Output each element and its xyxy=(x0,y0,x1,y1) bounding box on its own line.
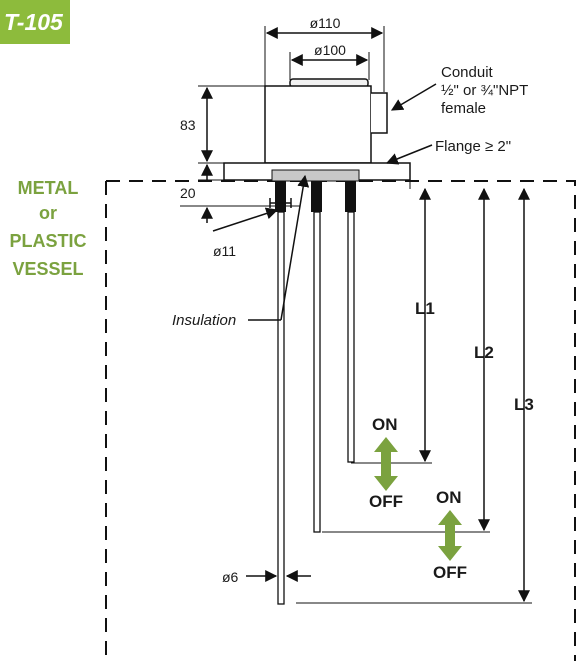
probe-bushing-right xyxy=(345,181,356,212)
probe-rod-l1 xyxy=(347,211,355,463)
svg-text:or: or xyxy=(39,203,57,223)
length-l3: L3 xyxy=(514,395,534,414)
vessel-outline xyxy=(105,180,576,661)
off-label-1: OFF xyxy=(369,492,403,511)
on-label-1: ON xyxy=(372,415,398,434)
off-label-2: OFF xyxy=(433,563,467,582)
probe-rod-l2 xyxy=(313,211,321,533)
callouts: Conduit ½" or ¾"NPT female Flange ≥ 2" I… xyxy=(172,64,528,585)
on-off-arrow-1 xyxy=(374,437,398,491)
probe-bushing-left xyxy=(275,181,286,212)
probe-bushing-middle xyxy=(311,181,322,212)
conduit-label-line3: female xyxy=(441,100,486,117)
dimension-h20: 20 xyxy=(180,185,196,201)
top-dimensions: ø110 ø100 xyxy=(264,15,385,92)
dimension-h83: 83 xyxy=(180,117,196,133)
length-dimensions: L1 L2 L3 xyxy=(296,181,534,604)
switch-housing xyxy=(223,78,411,181)
dimension-d100: ø100 xyxy=(314,42,346,58)
svg-text:METAL: METAL xyxy=(18,178,79,198)
model-badge-text: T-105 xyxy=(4,9,64,35)
length-l1: L1 xyxy=(415,299,435,318)
insulation-label: Insulation xyxy=(172,312,236,329)
vessel-label: METAL or PLASTIC VESSEL xyxy=(9,178,86,279)
probe-rod-l3 xyxy=(277,211,285,605)
switch-point-2: ON OFF xyxy=(433,488,467,582)
switch-point-1: ON OFF xyxy=(369,415,403,511)
probe-assembly xyxy=(269,169,360,605)
conduit-fitting xyxy=(371,92,388,134)
dimension-d6: ø6 xyxy=(222,569,239,585)
conduit-label-line1: Conduit xyxy=(441,64,494,81)
housing-body xyxy=(264,85,372,164)
model-badge xyxy=(0,0,70,44)
flange-label: Flange ≥ 2" xyxy=(435,138,511,155)
length-l2: L2 xyxy=(474,343,494,362)
insulation-plate xyxy=(271,169,360,182)
dimension-d110: ø110 xyxy=(310,15,341,31)
svg-text:PLASTIC: PLASTIC xyxy=(9,231,86,251)
svg-text:VESSEL: VESSEL xyxy=(12,259,83,279)
on-off-arrow-2 xyxy=(438,510,462,561)
dimension-d11: ø11 xyxy=(213,243,236,259)
on-label-2: ON xyxy=(436,488,462,507)
conduit-label-line2: ½" or ¾"NPT xyxy=(441,82,528,99)
